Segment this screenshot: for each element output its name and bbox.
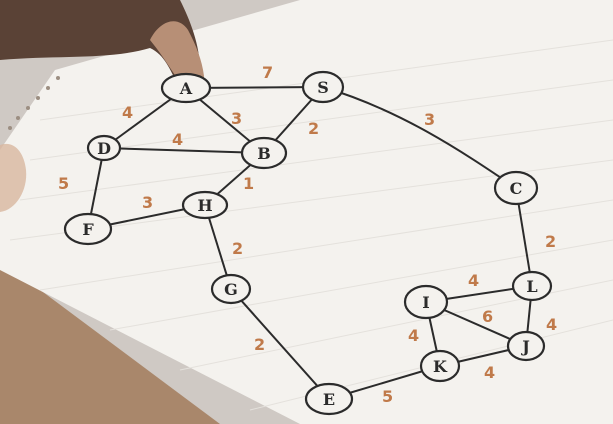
node-L (511, 270, 553, 302)
node-label-I: I (422, 293, 429, 312)
weight-A-B: 3 (231, 109, 242, 128)
node-label-C: C (510, 179, 523, 198)
node-A (160, 72, 212, 104)
node-label-D: D (97, 139, 111, 158)
node-S (301, 70, 345, 104)
node-I (403, 284, 449, 320)
node-D (86, 134, 122, 162)
weight-S-B: 2 (308, 119, 319, 138)
weight-H-G: 2 (232, 239, 243, 258)
weight-I-K: 4 (408, 326, 419, 345)
weight-A-D: 4 (122, 103, 133, 122)
weight-G-E: 2 (254, 335, 265, 354)
weight-D-F: 5 (58, 174, 69, 193)
weight-J-K: 4 (484, 363, 495, 382)
node-J (506, 330, 546, 362)
node-labels: A S D B H F G C L I J K E (82, 78, 537, 409)
weight-B-H: 1 (243, 174, 254, 193)
paper-holes (8, 76, 60, 130)
edge-D-B (103, 147, 265, 154)
table-surface (0, 260, 220, 424)
weight-K-E: 5 (382, 387, 393, 406)
weight-S-C: 3 (424, 110, 435, 129)
blurred-finger (0, 143, 27, 212)
node-label-G: G (224, 280, 238, 299)
edge-weights: 7 4 3 2 4 1 5 3 2 2 3 2 4 4 6 4 4 5 (58, 63, 557, 406)
node-label-K: K (433, 357, 448, 376)
edge-G-E (230, 288, 330, 400)
weight-D-B: 4 (172, 130, 183, 149)
weight-L-I: 4 (468, 271, 479, 290)
node-label-H: H (197, 196, 212, 215)
weight-C-L: 2 (545, 232, 556, 251)
graph-nodes (63, 70, 553, 416)
weight-F-H: 3 (142, 193, 153, 212)
node-E (304, 382, 354, 416)
node-label-F: F (82, 220, 94, 239)
node-K (419, 349, 461, 383)
node-G (210, 273, 252, 305)
node-label-J: J (520, 337, 530, 356)
node-label-A: A (179, 79, 193, 98)
node-label-E: E (323, 390, 335, 409)
hand-shadow (0, 0, 200, 88)
node-B (240, 136, 288, 170)
node-label-L: L (526, 277, 537, 296)
weight-I-J: 6 (482, 307, 493, 326)
node-label-B: B (257, 144, 271, 163)
node-C (493, 170, 539, 206)
weight-A-S: 7 (262, 63, 273, 82)
finger (150, 21, 205, 90)
node-F (63, 212, 113, 246)
edge-S-C (322, 86, 517, 189)
node-H (181, 190, 229, 220)
weight-L-J: 4 (546, 315, 557, 334)
node-label-S: S (317, 78, 329, 97)
